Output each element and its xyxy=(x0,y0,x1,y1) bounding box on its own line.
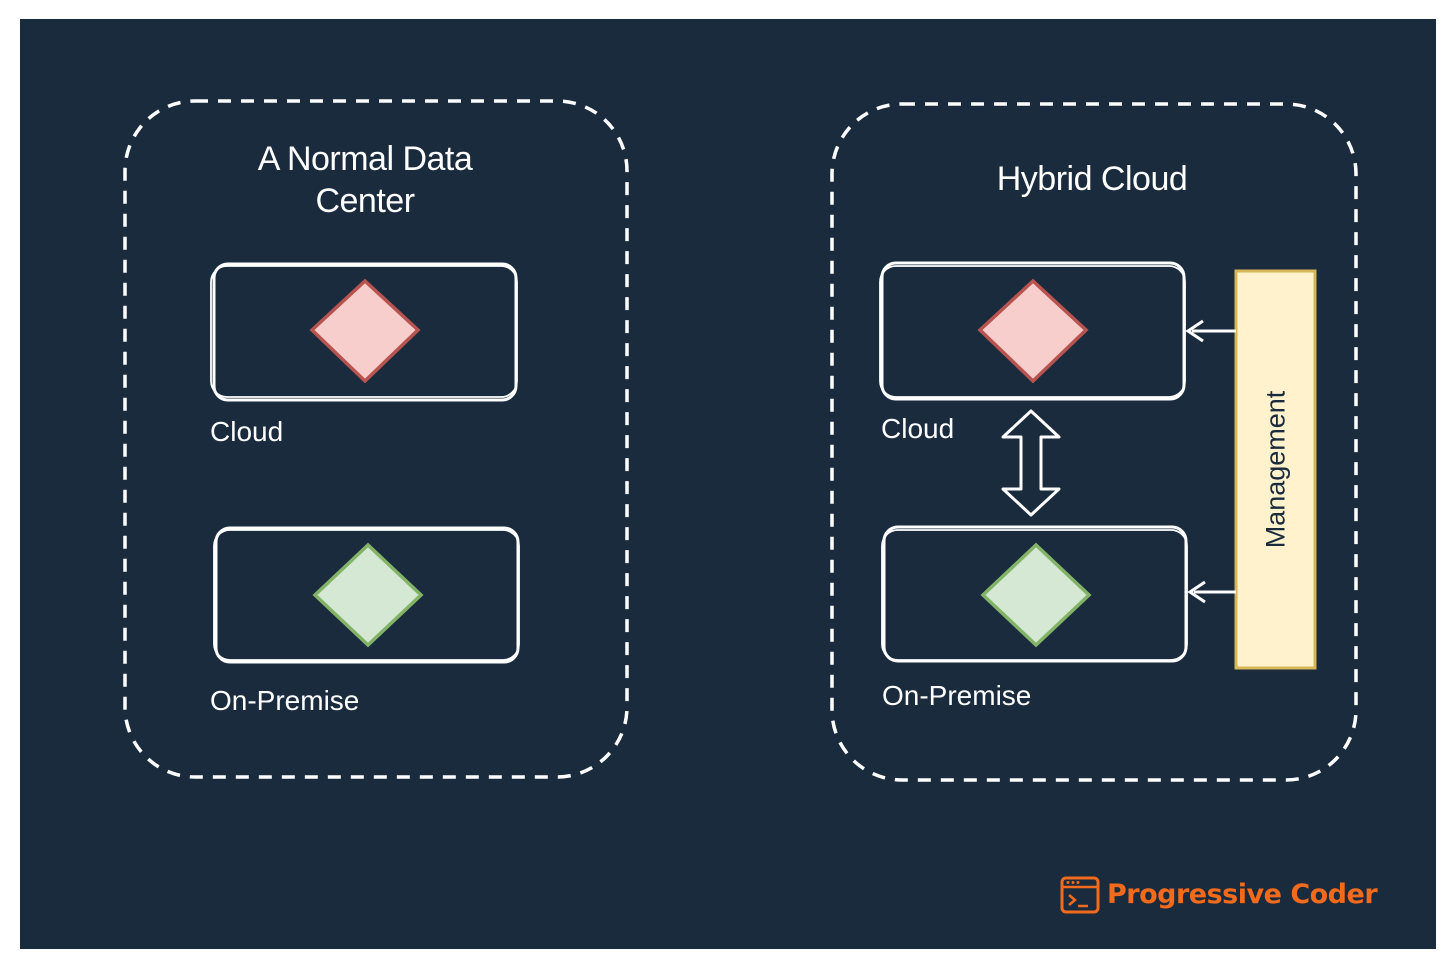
hybrid-cloud-title: Hybrid Cloud xyxy=(996,160,1188,198)
normal-datacenter-container xyxy=(123,99,629,779)
right-cloud-label: Cloud xyxy=(881,413,955,444)
management-label: Management xyxy=(1260,390,1291,549)
right-cloud-diamond xyxy=(977,278,1089,384)
right-onprem-box xyxy=(881,525,1188,663)
management-to-cloud-arrow xyxy=(1185,319,1236,343)
left-cloud-box xyxy=(210,262,518,402)
management-label-wrapper: Management xyxy=(1237,271,1315,668)
brand-logo: Progressive Coder xyxy=(1061,873,1378,915)
normal-datacenter-title-line2: Center xyxy=(315,182,415,220)
right-onprem-diamond xyxy=(980,542,1092,648)
diagram-background xyxy=(20,19,1436,949)
bidirectional-arrow xyxy=(1001,409,1061,517)
management-bar xyxy=(1234,269,1317,670)
brand-name: Progressive Coder xyxy=(1107,878,1378,910)
normal-datacenter-title: A Normal Data Center xyxy=(215,138,515,222)
hybrid-cloud-container xyxy=(830,102,1358,782)
left-onprem-label: On-Premise xyxy=(210,685,360,716)
management-to-onprem-arrow xyxy=(1187,580,1236,604)
left-cloud-diamond xyxy=(309,278,421,384)
normal-datacenter-title-line1: A Normal Data xyxy=(257,140,473,178)
left-onprem-diamond xyxy=(312,542,424,648)
right-onprem-label: On-Premise xyxy=(882,680,1032,711)
right-cloud-box xyxy=(879,261,1186,401)
left-onprem-box xyxy=(213,526,520,664)
terminal-window-icon xyxy=(1060,876,1100,914)
left-cloud-label: Cloud xyxy=(210,416,284,447)
